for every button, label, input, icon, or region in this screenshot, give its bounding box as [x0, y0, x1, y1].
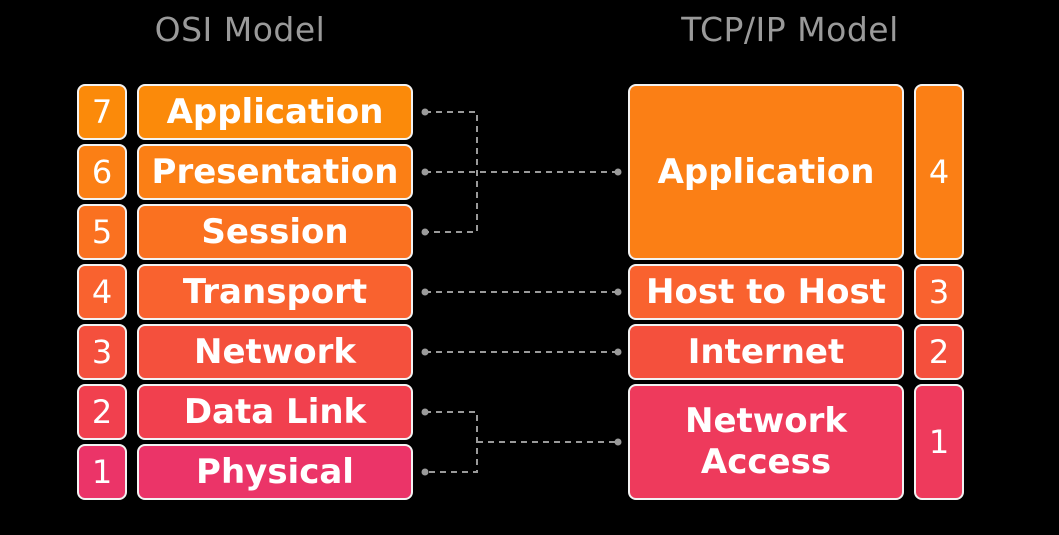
tcp-layer-internet: Internet [628, 324, 904, 380]
tcp-layer-2-number: 2 [914, 324, 964, 380]
osi-layer-presentation: Presentation [137, 144, 413, 200]
tcp-layer-application: Application [628, 84, 904, 260]
osi-model-title: OSI Model [154, 10, 326, 49]
connector-dot [421, 348, 429, 356]
connector-network-access-group [425, 411, 478, 473]
connector-dot [421, 168, 429, 176]
osi-layer-session: Session [137, 204, 413, 260]
tcp-layer-4-number: 4 [914, 84, 964, 260]
tcp-ip-model-title: TCP/IP Model [681, 10, 899, 49]
connector-lines [425, 111, 618, 473]
osi-layer-7-number: 7 [77, 84, 127, 140]
osi-layer-5-number: 5 [77, 204, 127, 260]
tcp-layer-host-to-host: Host to Host [628, 264, 904, 320]
osi-layer-data-link: Data Link [137, 384, 413, 440]
connector-dot [614, 288, 622, 296]
osi-layer-6-number: 6 [77, 144, 127, 200]
connector-dot [421, 288, 429, 296]
connector-dot [614, 438, 622, 446]
connector-dot [421, 408, 429, 416]
osi-layer-2-number: 2 [77, 384, 127, 440]
connector-endpoints [421, 108, 622, 476]
osi-layer-4-number: 4 [77, 264, 127, 320]
osi-layer-transport: Transport [137, 264, 413, 320]
connector-dot [421, 468, 429, 476]
connector-dot [421, 108, 429, 116]
tcp-layer-network-access: Network Access [628, 384, 904, 500]
osi-layer-3-number: 3 [77, 324, 127, 380]
osi-layer-network: Network [137, 324, 413, 380]
osi-layer-physical: Physical [137, 444, 413, 500]
connector-dot [614, 168, 622, 176]
osi-layer-1-number: 1 [77, 444, 127, 500]
connector-application-group [425, 111, 478, 233]
osi-layer-application: Application [137, 84, 413, 140]
tcp-layer-3-number: 3 [914, 264, 964, 320]
tcp-layer-1-number: 1 [914, 384, 964, 500]
connector-dot [421, 228, 429, 236]
connector-dot [614, 348, 622, 356]
